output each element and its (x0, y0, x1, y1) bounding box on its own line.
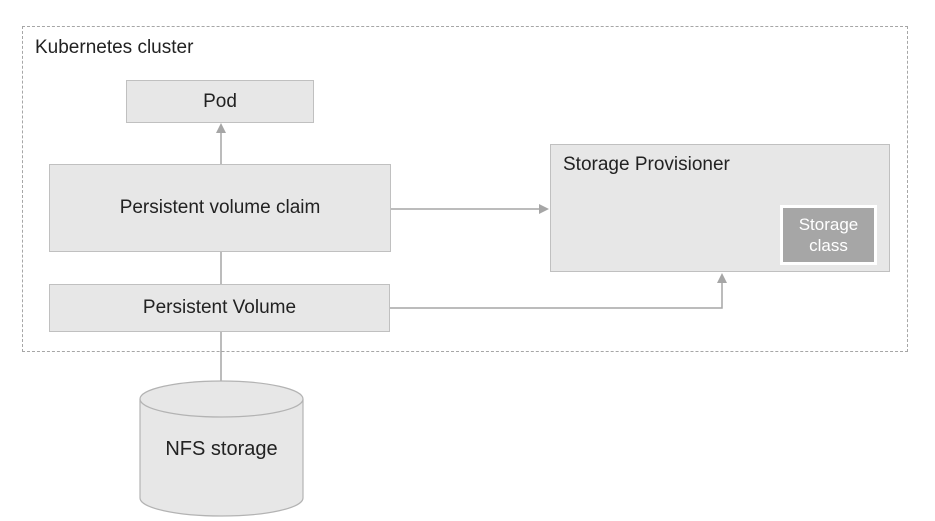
persistent-volume-claim-label: Persistent volume claim (119, 197, 321, 218)
persistent-volume-label: Persistent Volume (142, 297, 297, 318)
nfs-cylinder-shape (139, 380, 304, 517)
kubernetes-cluster-boundary (22, 26, 908, 352)
node-storage-class: Storage class (780, 205, 877, 265)
node-persistent-volume-claim: Persistent volume claim (49, 164, 391, 252)
storage-provisioner-label: Storage Provisioner (563, 154, 730, 175)
node-storage-provisioner: Storage Provisioner Storage class (550, 144, 890, 272)
node-persistent-volume: Persistent Volume (49, 284, 390, 332)
node-pod: Pod (126, 80, 314, 123)
pod-label: Pod (203, 90, 237, 112)
cluster-label: Kubernetes cluster (35, 37, 194, 58)
storage-class-label: Storage class (798, 214, 859, 255)
nfs-storage-label: NFS storage (165, 438, 278, 460)
